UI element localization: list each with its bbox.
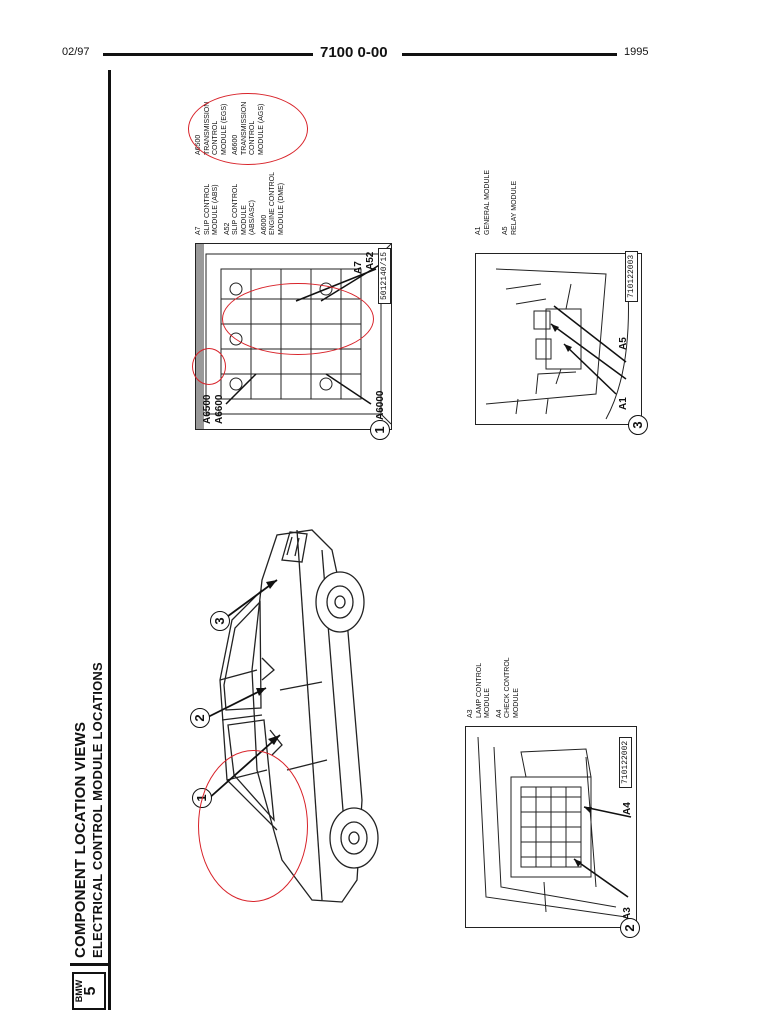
fig3-label-a1: A1 bbox=[618, 397, 629, 410]
figure-3-legend: A1 GENERAL MODULE A5 RELAY MODULE bbox=[475, 170, 519, 235]
page-title: COMPONENT LOCATION VIEWS bbox=[72, 721, 89, 958]
fig1-label-a6500: A6500 bbox=[202, 394, 213, 424]
fig3-legend-a5-code: A5 bbox=[502, 226, 509, 235]
fig1-legend-a52-code: A52 bbox=[223, 222, 231, 235]
header-year: 1995 bbox=[624, 46, 649, 58]
fig1-label-a6600: A6600 bbox=[214, 394, 225, 424]
fig2-label-a4: A4 bbox=[622, 802, 633, 815]
figure-1-image-code: 5012140/15 bbox=[378, 247, 391, 304]
annotation-circle-a6500 bbox=[192, 348, 226, 385]
fig1-legend-a52-line2: MODULE bbox=[240, 205, 248, 235]
page-subtitle: ELECTRICAL CONTROL MODULE LOCATIONS bbox=[90, 662, 105, 958]
fig1-legend-a52-line1: SLIP CONTROL bbox=[232, 183, 239, 235]
fig1-legend-a6000-code: A6000 bbox=[260, 214, 268, 235]
fig1-label-a52: A52 bbox=[365, 251, 376, 270]
figure-2-image-code: 710122002 bbox=[619, 736, 632, 788]
fig2-legend-a4-line2: MODULE bbox=[512, 688, 520, 718]
fig1-legend-a52-line3: (ABS/ASC) bbox=[249, 199, 256, 235]
badge-series: 5 bbox=[82, 986, 99, 996]
left-margin-rule bbox=[108, 70, 111, 1010]
fig2-legend-a3-code: A3 bbox=[467, 709, 474, 718]
fig1-legend-a6000-line2: MODULE (DME) bbox=[277, 182, 285, 235]
fig2-legend-a3-line1: LAMP CONTROL bbox=[475, 662, 483, 718]
car-illustration bbox=[201, 529, 379, 903]
figure-1-number: 1 bbox=[370, 420, 390, 440]
fig1-legend-a7-line2: MODULE (ABS) bbox=[212, 184, 219, 235]
fig2-legend-a4-code: A4 bbox=[495, 709, 503, 718]
fig1-label-a7: A7 bbox=[353, 261, 364, 274]
fig3-legend-a5-line1: RELAY MODULE bbox=[510, 180, 518, 235]
annotation-circle-module-row bbox=[222, 283, 374, 355]
annotation-circle-car-front bbox=[198, 750, 308, 902]
figure-3-number: 3 bbox=[628, 415, 648, 435]
header-rule-left bbox=[103, 53, 313, 56]
figure-3-panel bbox=[475, 253, 642, 425]
figure-2-legend: A3 LAMP CONTROL MODULE A4 CHECK CONTROL … bbox=[467, 657, 521, 718]
fig3-label-a5: A5 bbox=[618, 337, 629, 350]
bmw-series-badge: BMW 5 bbox=[72, 972, 106, 1010]
rotated-page: BMW 5 COMPONENT LOCATION VIEWS ELECTRICA… bbox=[70, 70, 690, 1010]
annotation-circle-transmission-legend bbox=[188, 93, 308, 165]
fig1-legend-a7-code: A7 bbox=[195, 226, 202, 235]
fig2-legend-a3-line2: MODULE bbox=[484, 688, 491, 718]
figure-1-legend: A7 SLIP CONTROL MODULE (ABS) A52 SLIP CO… bbox=[195, 172, 286, 235]
figure-1-panel bbox=[195, 243, 392, 430]
fig1-legend-a6000-line1: ENGINE CONTROL bbox=[269, 171, 276, 235]
fig3-legend-a1-code: A1 bbox=[475, 226, 482, 235]
fig2-legend-a4-line1: CHECK CONTROL bbox=[504, 657, 511, 718]
fig1-label-a6000: A6000 bbox=[375, 390, 386, 420]
figure-2-panel bbox=[465, 726, 637, 928]
car-callout-2: 2 bbox=[190, 708, 210, 728]
header-doc-number: 7100 0-00 bbox=[320, 44, 388, 61]
header-rule-right bbox=[402, 53, 617, 56]
title-rule bbox=[70, 963, 108, 966]
fig1-legend-a7-line1: SLIP CONTROL bbox=[203, 183, 211, 235]
car-callout-3: 3 bbox=[210, 611, 230, 631]
fig3-legend-a1-line1: GENERAL MODULE bbox=[483, 169, 491, 235]
figure-3-image-code: 710122003 bbox=[625, 250, 638, 302]
header-date: 02/97 bbox=[62, 46, 90, 58]
figure-2-number: 2 bbox=[620, 918, 640, 938]
